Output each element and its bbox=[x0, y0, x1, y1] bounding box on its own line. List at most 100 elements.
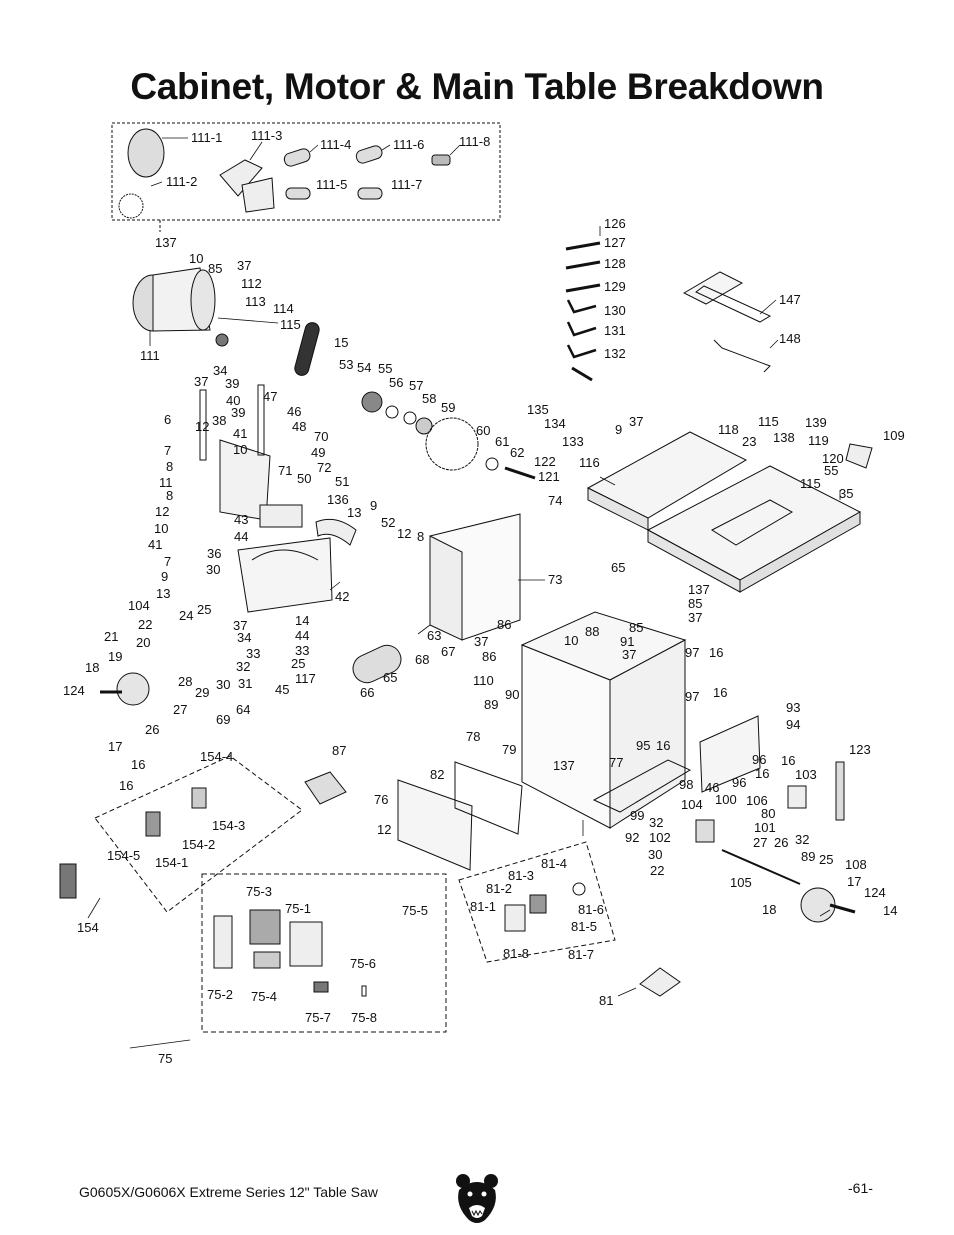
part-label: 60 bbox=[476, 423, 490, 438]
part-label: 51 bbox=[335, 474, 349, 489]
part-label: 110 bbox=[473, 673, 494, 688]
part-label: 39 bbox=[231, 405, 245, 420]
part-label: 85 bbox=[629, 620, 643, 635]
part-label: 37 bbox=[629, 414, 643, 429]
part-label: 8 bbox=[417, 529, 424, 544]
part-label: 148 bbox=[779, 331, 801, 346]
part-label: 96 bbox=[752, 752, 766, 767]
bear-head-icon bbox=[456, 1174, 498, 1223]
part-label: 129 bbox=[604, 279, 626, 294]
part-label: 126 bbox=[604, 216, 626, 231]
part-label: 32 bbox=[795, 832, 809, 847]
part-label: 75-1 bbox=[285, 901, 311, 916]
part-label: 137 bbox=[155, 235, 177, 250]
part-label: 118 bbox=[718, 422, 739, 437]
motor-accessories-box bbox=[111, 122, 501, 221]
part-label: 81-7 bbox=[568, 947, 594, 962]
part-label: 154-4 bbox=[200, 749, 233, 764]
part-label: 123 bbox=[849, 742, 871, 757]
part-label: 114 bbox=[273, 301, 294, 316]
part-label: 25 bbox=[291, 656, 305, 671]
part-label: 71 bbox=[278, 463, 292, 478]
part-label: 70 bbox=[314, 429, 328, 444]
part-label: 96 bbox=[732, 775, 746, 790]
part-label: 44 bbox=[234, 529, 248, 544]
part-label: 37 bbox=[233, 618, 247, 633]
part-label: 127 bbox=[604, 235, 626, 250]
part-label: 112 bbox=[241, 276, 262, 291]
part-label: 48 bbox=[292, 419, 306, 434]
part-label: 81-2 bbox=[486, 881, 512, 896]
part-label: 30 bbox=[206, 562, 220, 577]
part-label: 115 bbox=[280, 317, 301, 332]
part-label: 6 bbox=[164, 412, 171, 427]
part-label: 80 bbox=[761, 806, 775, 821]
part-label: 111-2 bbox=[166, 174, 197, 189]
part-label: 13 bbox=[347, 505, 361, 520]
part-label: 7 bbox=[164, 443, 171, 458]
part-label: 81-1 bbox=[470, 899, 496, 914]
part-label: 62 bbox=[510, 445, 524, 460]
part-label: 124 bbox=[864, 885, 886, 900]
part-label: 10 bbox=[189, 251, 203, 266]
part-label: 31 bbox=[238, 676, 252, 691]
part-label: 16 bbox=[755, 766, 769, 781]
part-label: 154-2 bbox=[182, 837, 215, 852]
part-label: 102 bbox=[649, 830, 671, 845]
part-label: 111-1 bbox=[191, 130, 222, 145]
part-label: 99 bbox=[630, 808, 644, 823]
part-label: 72 bbox=[317, 460, 331, 475]
part-label: 104 bbox=[128, 598, 150, 613]
part-label: 66 bbox=[360, 685, 374, 700]
part-label: 33 bbox=[246, 646, 260, 661]
part-label: 41 bbox=[148, 537, 162, 552]
part-label: 139 bbox=[805, 415, 827, 430]
part-label: 32 bbox=[649, 815, 663, 830]
part-label: 56 bbox=[389, 375, 403, 390]
cabinet-door bbox=[397, 779, 473, 871]
part-label: 111-6 bbox=[393, 137, 424, 152]
part-label: 111-7 bbox=[391, 177, 422, 192]
part-label: 42 bbox=[335, 589, 349, 604]
part-label: 154-3 bbox=[212, 818, 245, 833]
part-label: 55 bbox=[378, 361, 392, 376]
part-label: 18 bbox=[762, 902, 776, 917]
part-label: 106 bbox=[746, 793, 768, 808]
part-label: 154 bbox=[77, 920, 99, 935]
part-label: 25 bbox=[197, 602, 211, 617]
part-label: 122 bbox=[534, 454, 556, 469]
part-label: 37 bbox=[622, 647, 636, 662]
part-label: 136 bbox=[327, 492, 349, 507]
part-label: 10 bbox=[233, 442, 247, 457]
part-label: 119 bbox=[808, 433, 829, 448]
part-label: 34 bbox=[213, 363, 227, 378]
part-label: 19 bbox=[108, 649, 122, 664]
part-label: 46 bbox=[705, 780, 719, 795]
part-label: 134 bbox=[544, 416, 566, 431]
part-label: 45 bbox=[275, 682, 289, 697]
part-label: 23 bbox=[742, 434, 756, 449]
part-label: 135 bbox=[527, 402, 549, 417]
part-label: 18 bbox=[85, 660, 99, 675]
part-label: 49 bbox=[311, 445, 325, 460]
part-label: 75 bbox=[158, 1051, 172, 1066]
part-label: 38 bbox=[212, 413, 226, 428]
part-label: 30 bbox=[216, 677, 230, 692]
part-label: 86 bbox=[482, 649, 496, 664]
part-label: 13 bbox=[156, 586, 170, 601]
part-label: 57 bbox=[409, 378, 423, 393]
part-label: 108 bbox=[845, 857, 867, 872]
part-label: 75-3 bbox=[246, 884, 272, 899]
part-label: 81 bbox=[599, 993, 613, 1008]
paddle-switch-box bbox=[458, 841, 616, 963]
part-label: 47 bbox=[263, 389, 277, 404]
part-label: 81-6 bbox=[578, 902, 604, 917]
part-label: 14 bbox=[883, 903, 897, 918]
part-label: 55 bbox=[824, 463, 838, 478]
part-label: 98 bbox=[679, 777, 693, 792]
part-label: 12 bbox=[377, 822, 391, 837]
part-label: 63 bbox=[427, 628, 441, 643]
part-label: 88 bbox=[585, 624, 599, 639]
footer-model-name: G0605X/G0606X Extreme Series 12" Table S… bbox=[79, 1184, 378, 1200]
part-label: 28 bbox=[178, 674, 192, 689]
